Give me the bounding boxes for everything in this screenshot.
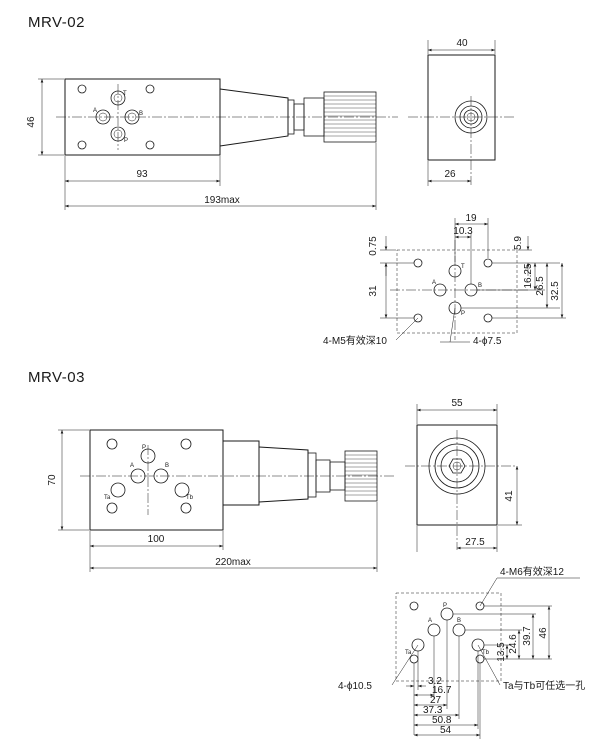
mrv03-side-height: 41: [504, 490, 515, 502]
mrv03-front-dims: 70 100 220max: [47, 429, 378, 572]
mrv03-bolt-note: 4-M6有效深12: [500, 565, 564, 578]
mrv03-pat-port-b: B: [457, 618, 461, 624]
mrv03-dim-width: 100: [148, 534, 165, 545]
mrv03-dim-13-5: 13.5: [496, 642, 507, 662]
mrv02-pat-port-a: A: [432, 280, 436, 286]
mrv02-dim-0-75: 0.75: [368, 236, 379, 256]
mrv03-dim-27: 27: [430, 695, 442, 706]
mrv02-pat-port-p: P: [461, 311, 465, 317]
mrv03-dim-46: 46: [538, 627, 549, 639]
mrv02-bolt-note: 4-M5有效深10: [323, 334, 387, 347]
mrv02-pat-port-b: B: [478, 283, 482, 289]
mrv03-pat-port-p: P: [443, 603, 447, 609]
mrv02-title: MRV-02: [28, 14, 85, 31]
mrv02-dim-height: 46: [26, 116, 37, 128]
mrv02-side-center: 26: [444, 169, 456, 180]
mrv03-side-view: 55 41 27.5: [405, 398, 522, 552]
mrv03-pat-port-a: A: [428, 618, 432, 624]
mrv03-title: MRV-03: [28, 369, 85, 386]
mrv03-port-note: 4-ϕ10.5: [338, 681, 372, 692]
mrv03-port-a: A: [130, 463, 134, 469]
mrv02-side-width: 40: [456, 38, 468, 49]
mrv02-port-p: P: [124, 138, 128, 144]
mrv03-side-width: 55: [451, 398, 463, 409]
mrv02-port-note: 4-ϕ7.5: [473, 336, 502, 347]
mrv03-dim-3-2: 3.2: [428, 676, 442, 687]
mrv02-dim-31: 31: [368, 285, 379, 297]
mrv03-port-tb: Tb: [186, 495, 194, 501]
mrv03-pat-port-tb: Tb: [482, 650, 490, 656]
mrv03-dim-height: 70: [47, 474, 58, 486]
mrv03-mount-pattern: P A B Ta Tb 13.5 24.6 39.7 46 3.2 16.7 2…: [338, 565, 585, 739]
mrv03-ta-tb-note: Ta与Tb可任选一孔: [503, 679, 585, 692]
mrv03-dim-54: 54: [440, 725, 452, 736]
mrv02-side-view: 40 26: [408, 38, 516, 186]
mrv02-mount-pattern: T A B P 19 10.3 0.75 31 5.9 16.25 26.5: [323, 213, 566, 347]
mrv03-dim-total: 220max: [215, 557, 251, 568]
mrv02-dim-5-9: 5.9: [513, 236, 524, 250]
mrv03-dim-39-7: 39.7: [522, 626, 533, 646]
mrv03-dim-50-8: 50.8: [432, 715, 452, 726]
mrv03-side-center: 27.5: [465, 537, 485, 548]
mrv02-port-a: A: [93, 108, 97, 114]
mrv03-pat-port-ta: Ta: [405, 650, 412, 656]
mrv02-dim-26-5: 26.5: [535, 276, 546, 296]
mrv02-port-t: T: [123, 91, 127, 97]
mrv02-port-b: B: [139, 111, 143, 117]
mrv03-dim-24-6: 24.6: [508, 634, 519, 654]
mrv03-dim-37-3: 37.3: [423, 705, 443, 716]
mrv02-front-dims: 46 93 193max: [26, 78, 377, 210]
mrv03-port-b: B: [165, 463, 169, 469]
mrv02-dim-16-25: 16.25: [523, 263, 534, 288]
mrv02-front-view: T A B P: [56, 78, 398, 156]
mrv02-dim-10-3: 10.3: [453, 226, 473, 237]
mrv02-pat-port-t: T: [461, 264, 465, 270]
mrv03-port-p: P: [142, 445, 146, 451]
mrv02-dim-32-5: 32.5: [550, 281, 561, 301]
mrv03-dim-16-7: 16.7: [432, 685, 452, 696]
mrv03-front-view: P A B Ta Tb: [80, 429, 395, 531]
mrv02-dim-width: 93: [136, 169, 148, 180]
mrv03-port-ta: Ta: [104, 495, 111, 501]
mrv02-dim-19: 19: [465, 213, 477, 224]
mrv02-dim-total: 193max: [204, 195, 240, 206]
